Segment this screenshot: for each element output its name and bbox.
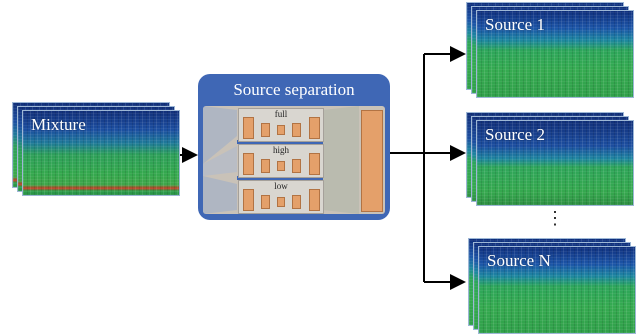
branch-high-encoder-block — [243, 153, 254, 175]
branch-full-label: full — [274, 109, 288, 119]
branch-high-decoder-block — [309, 153, 320, 175]
branch-high: high — [238, 144, 324, 178]
source-separation-panel: Source separation full high l — [198, 74, 390, 220]
source-2-label: Source 2 — [485, 125, 545, 144]
branch-low: low — [238, 180, 324, 214]
branch-high-block-2 — [261, 159, 270, 173]
branch-high-block-3 — [277, 161, 285, 171]
branch-low-decoder-block — [309, 189, 320, 211]
output-layer-block — [361, 110, 383, 212]
branch-full-block-3 — [277, 125, 285, 135]
branch-high-label: high — [272, 145, 289, 155]
branch-full-encoder-block — [243, 117, 254, 139]
mixture-spectrogram-front: Mixture — [22, 110, 180, 196]
separation-network: full high low — [203, 106, 385, 214]
branch-full-decoder-block — [309, 117, 320, 139]
branch-low-encoder-block — [243, 189, 254, 211]
more-sources-ellipsis: ⋮ — [546, 208, 564, 228]
source-n-spectrogram-front: Source N — [478, 246, 636, 334]
branch-low-label: low — [274, 181, 288, 191]
branch-low-block-4 — [292, 195, 301, 209]
branch-full: full — [238, 108, 324, 142]
mixture-label: Mixture — [31, 115, 86, 134]
network-funnels — [203, 106, 359, 214]
branch-high-block-4 — [292, 159, 301, 173]
source-1-label: Source 1 — [485, 15, 545, 34]
branch-full-block-4 — [292, 123, 301, 137]
source-2-spectrogram-front: Source 2 — [476, 120, 634, 206]
branch-low-block-3 — [277, 197, 285, 207]
source-n-label: Source N — [487, 251, 551, 270]
source-1-spectrogram-front: Source 1 — [476, 10, 634, 98]
branch-low-block-2 — [261, 195, 270, 209]
source-separation-title: Source separation — [233, 80, 355, 99]
branch-full-block-2 — [261, 123, 270, 137]
